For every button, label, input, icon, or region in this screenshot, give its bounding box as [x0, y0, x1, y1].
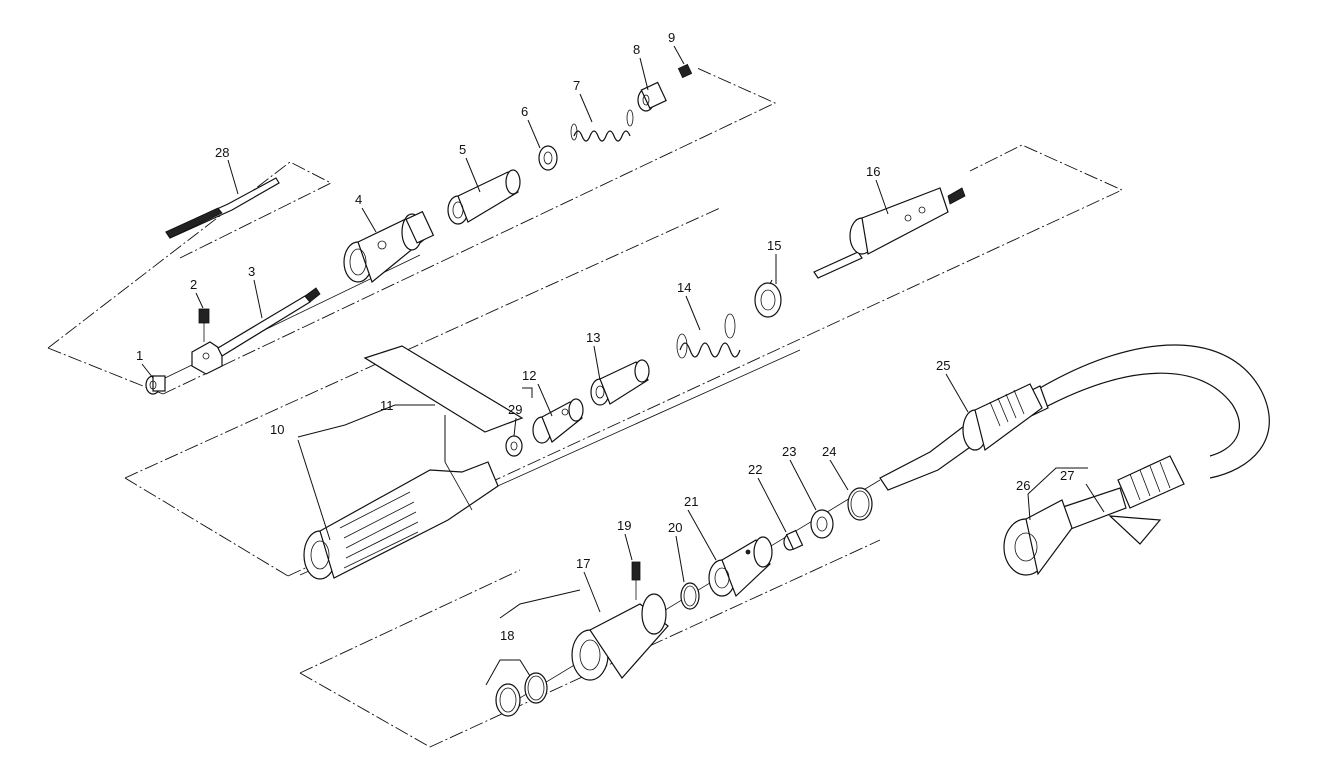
leader-lines	[141, 45, 1105, 686]
part-21-nut	[708, 536, 773, 598]
callout-6: 6	[521, 104, 528, 119]
callout-14: 14	[677, 280, 691, 295]
part-3-shaft	[191, 287, 321, 375]
part-15-ring	[754, 282, 782, 318]
callout-3: 3	[248, 264, 255, 279]
callout-1: 1	[136, 348, 143, 363]
callout-7: 7	[573, 78, 580, 93]
callout-21: 21	[684, 494, 698, 509]
part-9-screw	[677, 63, 693, 79]
callout-8: 8	[633, 42, 640, 57]
callout-22: 22	[748, 462, 762, 477]
callout-5: 5	[459, 142, 466, 157]
part-17-collar	[571, 593, 669, 681]
part-22-bushing	[783, 529, 804, 551]
part-5-sleeve	[447, 169, 521, 225]
part-6-washer	[538, 145, 558, 171]
callout-27: 27	[1060, 468, 1074, 483]
callout-9: 9	[668, 30, 675, 45]
callout-29: 29	[508, 402, 522, 417]
part-8-cap	[637, 81, 667, 112]
callout-18: 18	[500, 628, 514, 643]
part-16-spindle	[813, 187, 966, 279]
callout-16: 16	[866, 164, 880, 179]
part-10-handle	[303, 461, 499, 580]
part-23-washer	[810, 509, 834, 539]
callout-24: 24	[822, 444, 836, 459]
part-29-washer	[505, 435, 523, 457]
part-13-bushing	[590, 359, 650, 406]
callout-23: 23	[782, 444, 796, 459]
callout-25: 25	[936, 358, 950, 373]
callout-12: 12	[522, 368, 536, 383]
label-plate	[363, 345, 524, 433]
callout-17: 17	[576, 556, 590, 571]
part-19-set-screw	[631, 561, 641, 600]
callout-13: 13	[586, 330, 600, 345]
callout-4: 4	[355, 192, 362, 207]
callout-labels: 1 2 3 4 5 6 7 8 9 10 11 12 13 14 15 16 1…	[136, 30, 1074, 643]
part-25-hose-assembly	[879, 344, 1270, 491]
callout-28: 28	[215, 145, 229, 160]
callout-2: 2	[190, 277, 197, 292]
part-4-housing	[343, 210, 435, 284]
part-2-set-screw	[198, 308, 210, 342]
part-18-o-rings	[495, 672, 548, 717]
part-20-retaining-ring	[680, 582, 700, 610]
callout-26: 26	[1016, 478, 1030, 493]
part-12-sleeve	[532, 398, 584, 444]
part-14-spring	[676, 313, 741, 359]
callout-11: 11	[380, 398, 394, 413]
callout-10: 10	[270, 422, 284, 437]
callout-20: 20	[668, 520, 682, 535]
part-24-o-ring	[847, 487, 873, 521]
part-1-collet	[145, 375, 166, 395]
callout-15: 15	[767, 238, 781, 253]
part-26-27-hose-fitting	[1003, 455, 1185, 576]
part-28-blade	[165, 177, 280, 239]
part-7-spring	[570, 109, 634, 142]
callout-19: 19	[617, 518, 631, 533]
